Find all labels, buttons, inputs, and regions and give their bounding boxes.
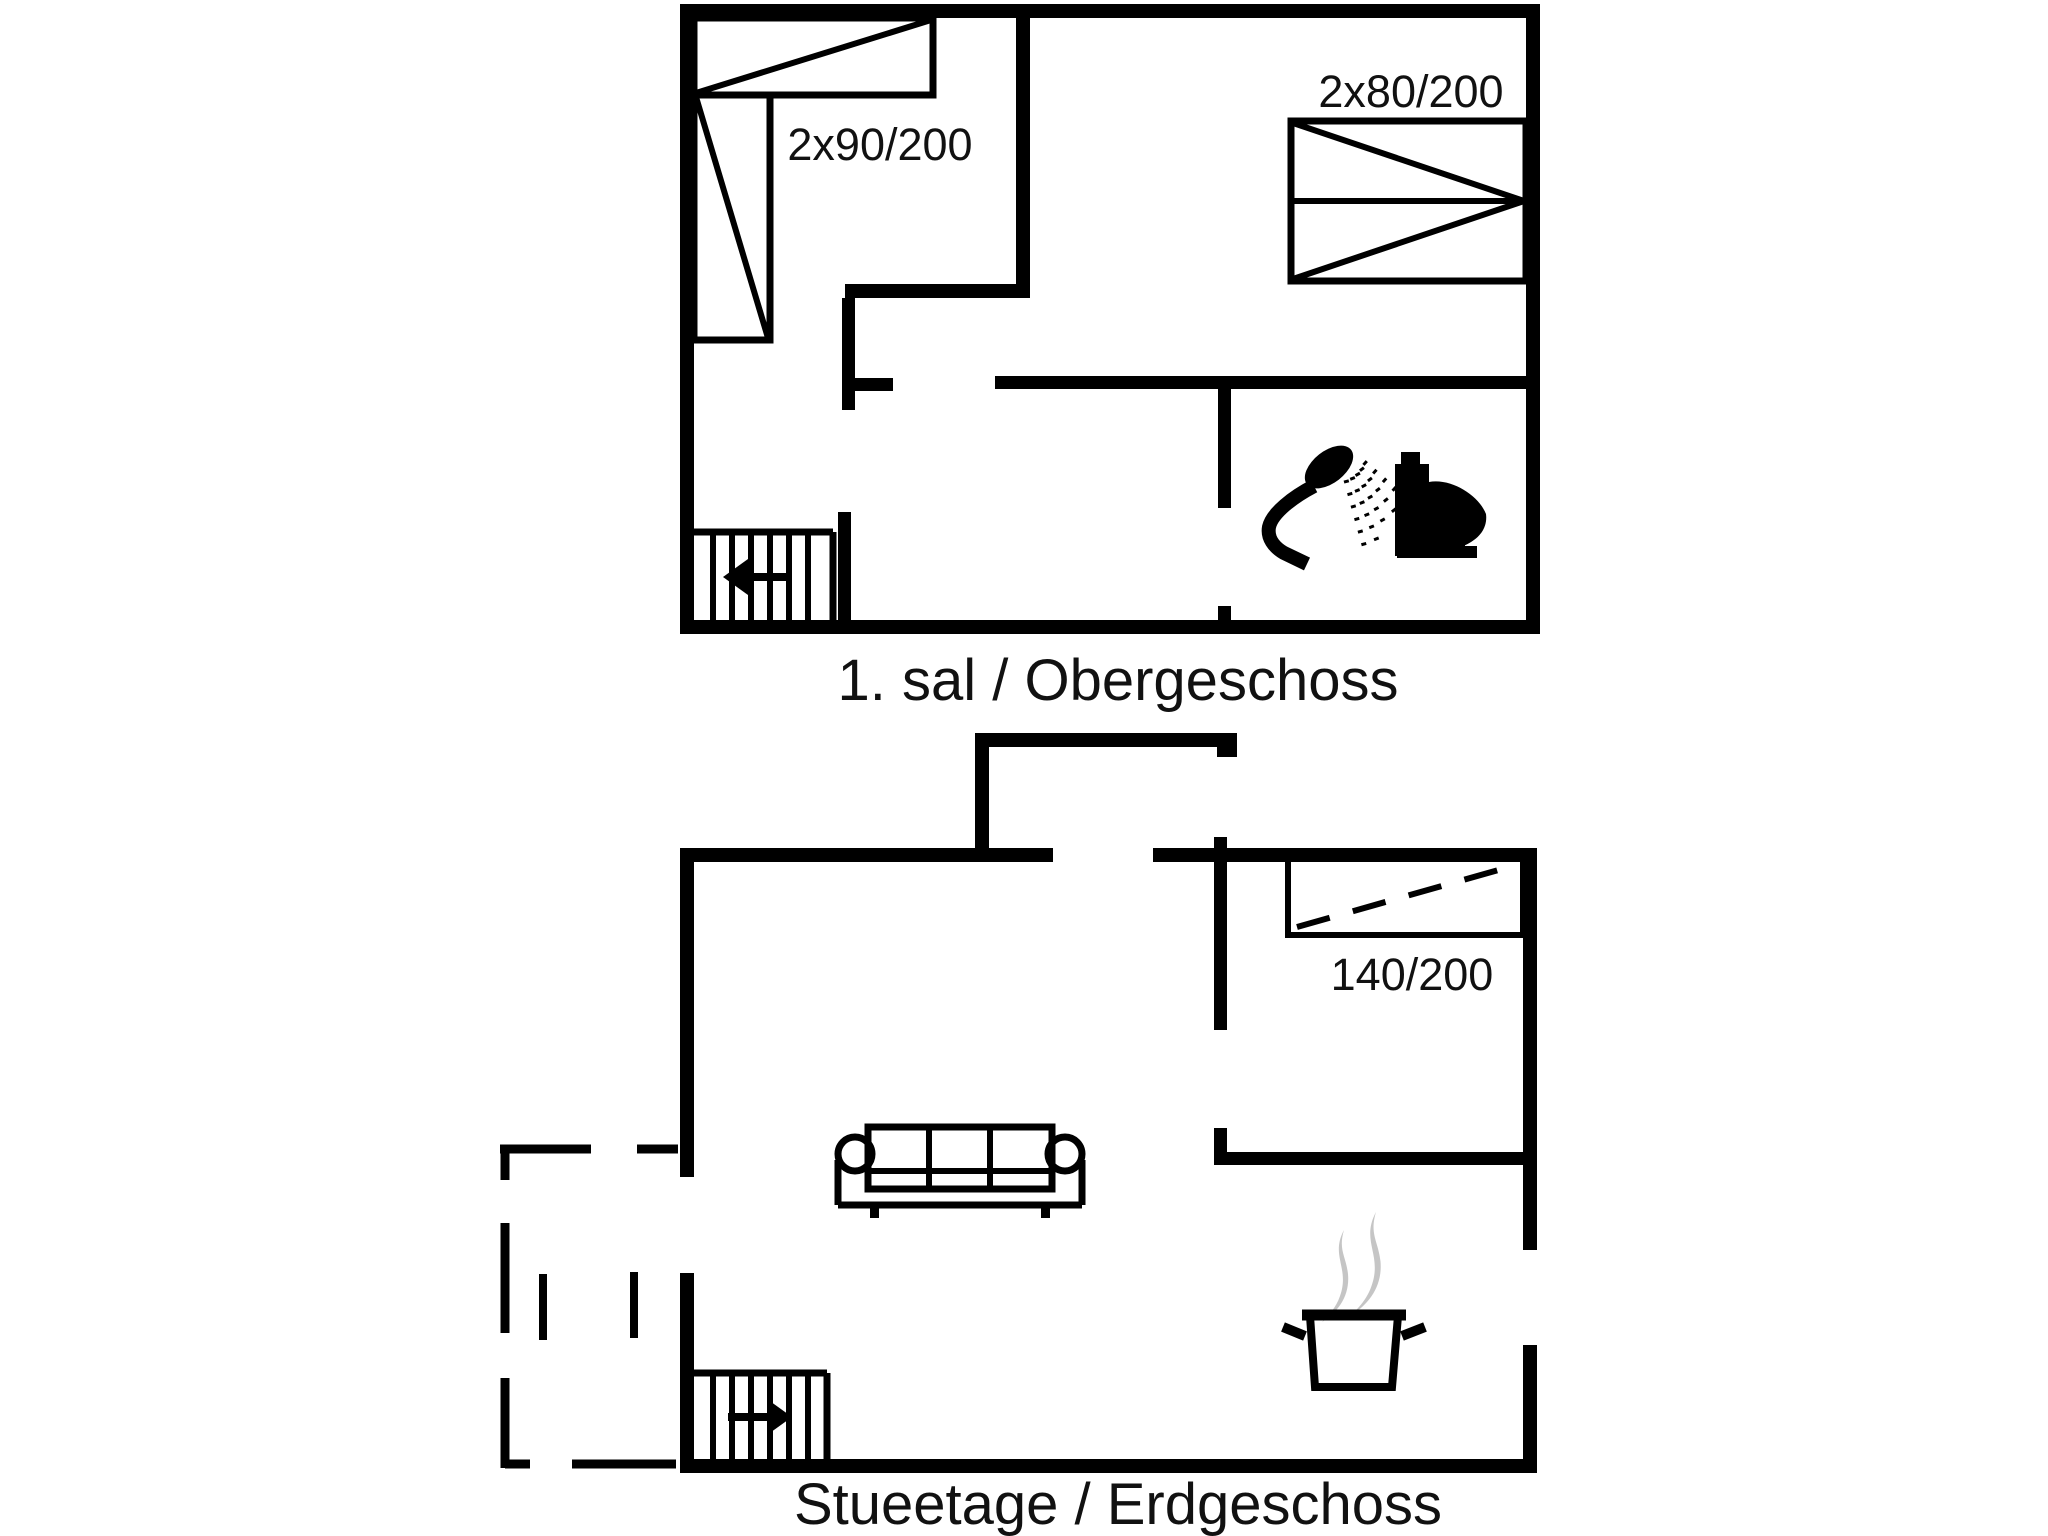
steam-icon (1322, 1212, 1381, 1322)
sofa-icon (834, 1123, 1086, 1218)
entrance-vestibule-walls (975, 733, 1237, 862)
bed-2x90-200-label: 2x90/200 (787, 119, 972, 170)
bed-2x90-200-horizontal (690, 14, 937, 99)
upper-floor-interior-walls (838, 18, 1526, 622)
lower-floor-label: Stueetage / Erdgeschoss (794, 1472, 1442, 1536)
cooking-pot-steam-icon (1281, 1212, 1427, 1391)
lower-floor: 140/200 (500, 733, 1537, 1536)
shower-icon (1261, 445, 1402, 571)
upper-floor: 2x90/200 2x80/200 (680, 4, 1540, 713)
upper-floor-label: 1. sal / Obergeschoss (838, 648, 1399, 713)
bed-2x80-200-label: 2x80/200 (1318, 66, 1503, 117)
bed-2x90-200-vertical (690, 91, 774, 344)
stairs-upper-arrow-left-icon (723, 559, 788, 595)
lower-floor-interior-walls (1214, 837, 1537, 1165)
toilet-icon (1395, 452, 1487, 558)
bed-140-200 (1285, 855, 1526, 938)
bed-2x80-200 (1287, 117, 1530, 285)
stairs-lower-arrow-right-icon (728, 1399, 792, 1435)
stairs-lower (694, 1369, 831, 1459)
bed-140-200-label: 140/200 (1331, 949, 1494, 1000)
terrace-dashed-outline (500, 1144, 678, 1469)
stairs-upper (694, 528, 837, 620)
